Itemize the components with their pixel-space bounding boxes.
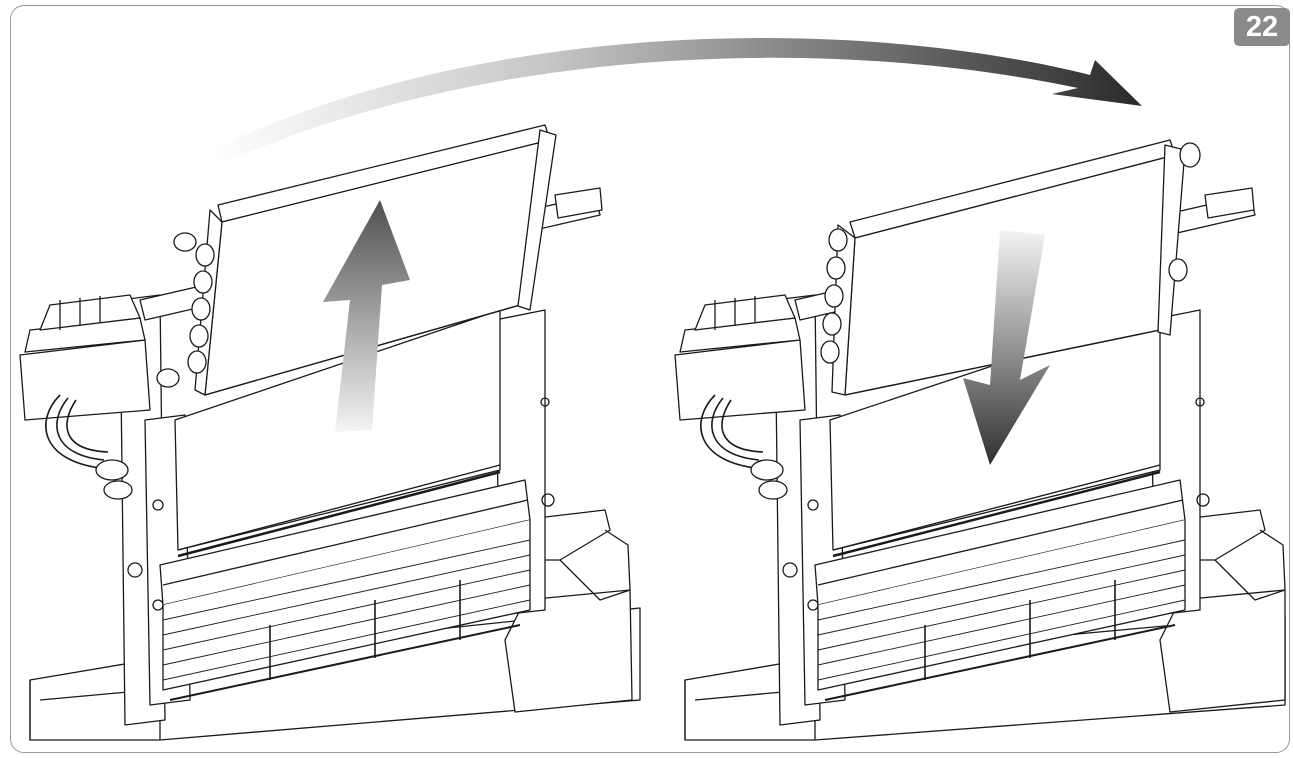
step-number-badge: 22 [1234,8,1290,46]
panel-lift-up [19,124,641,741]
lift-up-arrow [323,200,410,432]
lower-down-arrow [963,230,1050,465]
panel-lower-down [674,139,1286,741]
figure-frame [10,5,1290,753]
transition-arrow [212,38,1142,162]
